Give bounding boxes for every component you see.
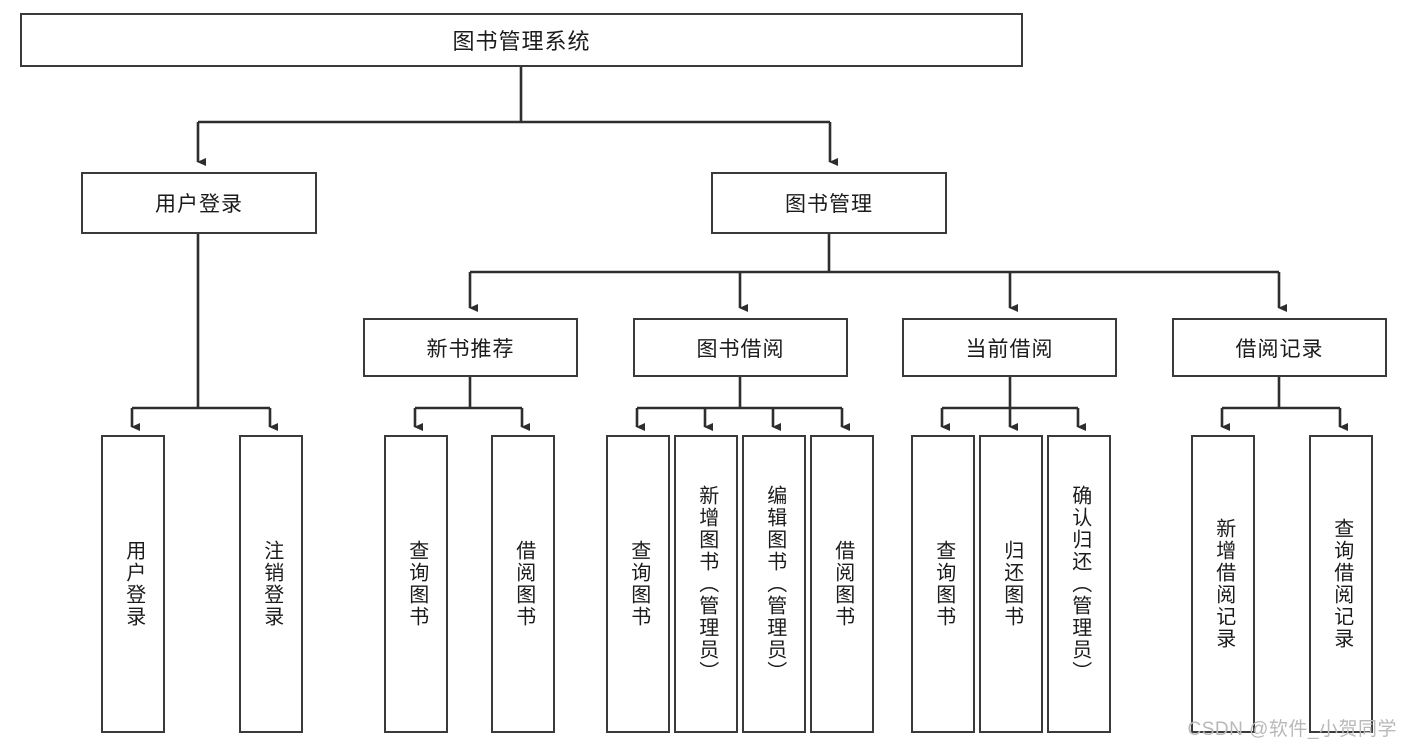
leaf-record-query[interactable]: 查询借阅记录 (1309, 435, 1373, 733)
node-current-borrow[interactable]: 当前借阅 (902, 318, 1117, 377)
leaf-current-confirm-return-admin[interactable]: 确认归还（管理员） (1047, 435, 1111, 733)
node-label: 查询图书 (932, 540, 955, 628)
node-label: 图书管理系统 (452, 29, 591, 54)
node-label: 查询借阅记录 (1330, 518, 1353, 650)
node-label: 查询图书 (627, 540, 650, 628)
node-label: 新书推荐 (426, 337, 515, 361)
node-borrow-record[interactable]: 借阅记录 (1172, 318, 1387, 377)
node-book-management[interactable]: 图书管理 (711, 172, 947, 234)
node-label: 借阅图书 (512, 540, 535, 628)
node-label: 确认归还（管理员） (1068, 485, 1091, 683)
leaf-borrow-add-book-admin[interactable]: 新增图书（管理员） (674, 435, 738, 733)
watermark: CSDN @软件_小贺同学 (1187, 719, 1397, 740)
node-label: 借阅记录 (1235, 337, 1324, 361)
node-user-login[interactable]: 用户登录 (81, 172, 317, 234)
node-label: 用户登录 (155, 193, 243, 216)
leaf-borrow-query-book[interactable]: 查询图书 (606, 435, 670, 733)
node-label: 编辑图书（管理员） (763, 485, 786, 683)
node-root-book-management-system[interactable]: 图书管理系统 (20, 13, 1023, 67)
leaf-user-login-signout[interactable]: 注销登录 (239, 435, 303, 733)
leaf-current-query-book[interactable]: 查询图书 (911, 435, 975, 733)
leaf-borrow-edit-book-admin[interactable]: 编辑图书（管理员） (742, 435, 806, 733)
node-label: 新增借阅记录 (1212, 518, 1235, 650)
leaf-current-return-book[interactable]: 归还图书 (979, 435, 1043, 733)
node-label: 图书管理 (785, 193, 873, 216)
node-new-book-recommend[interactable]: 新书推荐 (363, 318, 578, 377)
node-label: 借阅图书 (831, 540, 854, 628)
leaf-new-book-borrow[interactable]: 借阅图书 (491, 435, 555, 733)
node-book-borrow[interactable]: 图书借阅 (633, 318, 848, 377)
leaf-user-login-signin[interactable]: 用户登录 (101, 435, 165, 733)
node-label: 查询图书 (405, 540, 428, 628)
node-label: 用户登录 (122, 540, 145, 628)
leaf-record-add[interactable]: 新增借阅记录 (1191, 435, 1255, 733)
node-label: 归还图书 (1000, 540, 1023, 628)
node-label: 图书借阅 (696, 337, 785, 361)
leaf-new-book-query[interactable]: 查询图书 (384, 435, 448, 733)
node-label: 新增图书（管理员） (695, 485, 718, 683)
node-label: 当前借阅 (965, 337, 1054, 361)
leaf-borrow-borrow-book[interactable]: 借阅图书 (810, 435, 874, 733)
node-label: 注销登录 (260, 540, 283, 628)
